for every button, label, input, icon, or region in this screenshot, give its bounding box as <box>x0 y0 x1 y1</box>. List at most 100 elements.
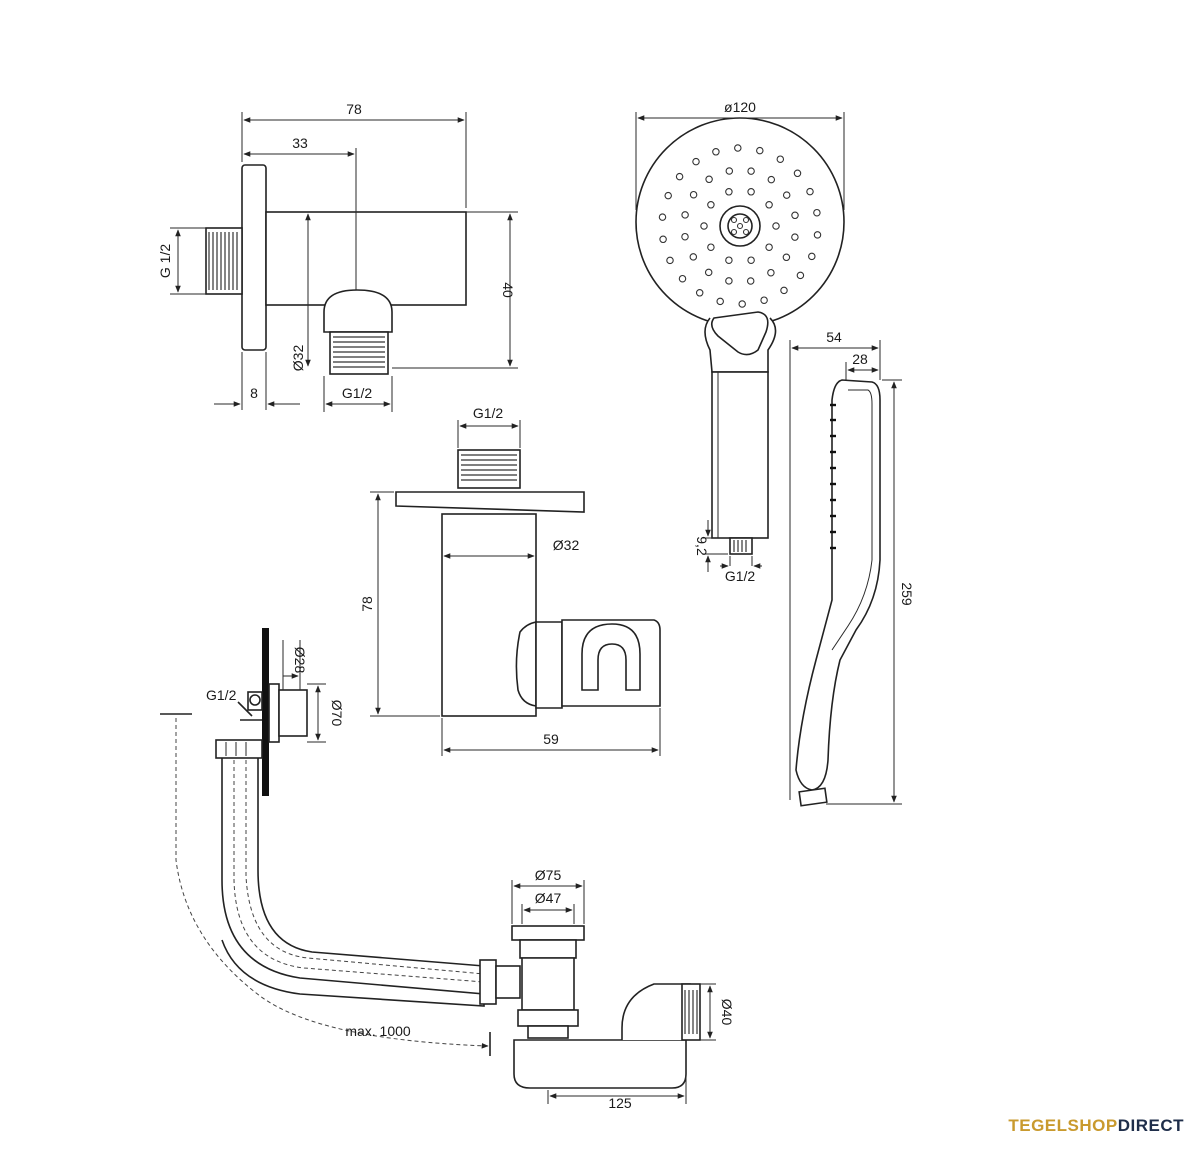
nozzle <box>765 201 773 209</box>
nozzle <box>716 297 724 306</box>
shower-side-nozzles <box>830 403 836 550</box>
dim-drain-inner: Ø47 <box>535 890 562 906</box>
nozzle <box>707 243 715 251</box>
nozzle <box>692 157 700 166</box>
nozzle <box>747 256 755 264</box>
pipe-connector <box>479 959 497 1005</box>
wall-elbow-inlet-thread <box>205 227 243 295</box>
nozzle <box>700 222 708 230</box>
nozzle <box>725 167 734 175</box>
dim-holder-diameter: Ø32 <box>553 537 580 553</box>
wall-elbow-inlet-thread-lines <box>208 232 238 290</box>
nozzle <box>808 252 816 261</box>
trap-body <box>513 1039 687 1089</box>
dim-shower-head-diameter: ø120 <box>724 99 756 115</box>
holder-thread-lines <box>461 454 517 481</box>
nozzle <box>681 211 689 219</box>
hand-shower-front-drawing: ø120 9,2 G1/2 <box>635 99 845 584</box>
holder-plate <box>395 491 585 513</box>
drain-body <box>521 957 575 1011</box>
nozzle <box>793 169 802 178</box>
nozzle <box>689 190 698 199</box>
nozzle <box>791 233 799 241</box>
nozzle <box>791 211 799 220</box>
nozzle <box>675 172 684 181</box>
nozzle <box>725 256 733 264</box>
nozzle <box>813 231 822 239</box>
wall-elbow-outlet-thread-lines <box>333 336 385 368</box>
dim-shower-depth: 54 <box>826 329 842 345</box>
dim-max-length: max. 1000 <box>345 1023 411 1039</box>
nozzle <box>678 274 687 283</box>
shower-side-thread <box>798 787 828 807</box>
dim-wall-elbow-offset: 33 <box>292 135 308 151</box>
dim-wall-elbow-outlet-diameter: Ø32 <box>290 345 306 372</box>
dim-wall-elbow-width: 78 <box>346 101 362 117</box>
holder-cradle <box>561 619 661 707</box>
dim-wall-elbow-inlet-thread: G 1/2 <box>157 244 173 278</box>
dim-shower-handle-depth: 28 <box>852 351 868 367</box>
nozzle <box>767 175 776 184</box>
nozzle <box>806 187 814 196</box>
nozzle <box>782 191 791 199</box>
nozzle <box>659 235 667 244</box>
dim-holder-depth: 59 <box>543 731 559 747</box>
nozzle <box>765 243 773 251</box>
hand-shower-side-drawing: 54 28 259 <box>789 329 915 807</box>
dim-holder-height: 78 <box>359 596 375 612</box>
dim-overflow-thread: G1/2 <box>206 687 237 703</box>
nozzle <box>776 155 785 163</box>
dim-shower-length: 259 <box>899 582 915 606</box>
nozzle <box>813 208 821 217</box>
shower-holder-drawing: G1/2 Ø32 78 59 <box>359 405 661 756</box>
dim-overflow-inner: Ø28 <box>292 647 308 674</box>
brand-logo: TEGELSHOPDIRECT <box>1008 1116 1184 1136</box>
dim-trap-length: 125 <box>608 1095 632 1111</box>
shower-button[interactable] <box>710 311 769 356</box>
dim-shower-thread: G1/2 <box>725 568 756 584</box>
nozzle <box>704 268 713 277</box>
dim-wall-elbow-plate: 8 <box>250 385 258 401</box>
overflow-pipe-outer <box>221 758 485 1007</box>
dim-shower-thread-length: 9,2 <box>694 536 710 556</box>
holder-body <box>441 513 537 717</box>
nozzle <box>738 300 746 308</box>
drain-nut <box>517 1009 579 1027</box>
dim-drain-outer: Ø75 <box>535 867 562 883</box>
nozzle <box>734 144 742 152</box>
shower-thread <box>729 537 753 555</box>
nozzle <box>796 271 805 280</box>
nozzle <box>689 253 698 261</box>
shower-handle <box>711 371 769 539</box>
dim-overflow-outer: Ø70 <box>329 700 345 727</box>
nozzle <box>747 188 755 196</box>
nozzle <box>705 175 713 184</box>
nozzle <box>780 286 788 295</box>
wall-elbow-drawing: 78 33 G 1/2 40 Ø32 8 G1/2 <box>157 101 518 412</box>
dim-outlet-diameter: Ø40 <box>719 999 735 1026</box>
dim-wall-elbow-height: 40 <box>500 282 516 298</box>
wall-elbow-outlet-dome <box>323 289 393 333</box>
brand-part-1: TEGELSHOP <box>1008 1116 1118 1135</box>
dim-holder-thread: G1/2 <box>473 405 504 421</box>
holder-thread <box>457 449 521 489</box>
overflow-pipe-inner <box>257 758 485 967</box>
nozzle <box>707 201 715 209</box>
nozzle <box>681 232 689 241</box>
nozzle <box>666 256 674 265</box>
nozzle <box>746 277 755 285</box>
bath-waste-drawing: G1/2 Ø28 Ø70 max. 1000 Ø75 Ø47 Ø40 125 <box>160 628 735 1111</box>
overflow-nut <box>215 739 263 759</box>
wall-elbow-body <box>265 211 467 306</box>
nozzle <box>725 277 733 285</box>
nozzle <box>756 146 764 155</box>
shower-nozzles <box>658 144 822 308</box>
nozzle <box>760 296 768 304</box>
nozzle <box>772 222 780 230</box>
wall-elbow-plate <box>241 164 267 351</box>
nozzle <box>747 167 755 175</box>
dim-wall-elbow-outlet-thread: G1/2 <box>342 385 373 401</box>
drain-plug <box>511 925 585 941</box>
brand-part-2: DIRECT <box>1117 1116 1184 1135</box>
